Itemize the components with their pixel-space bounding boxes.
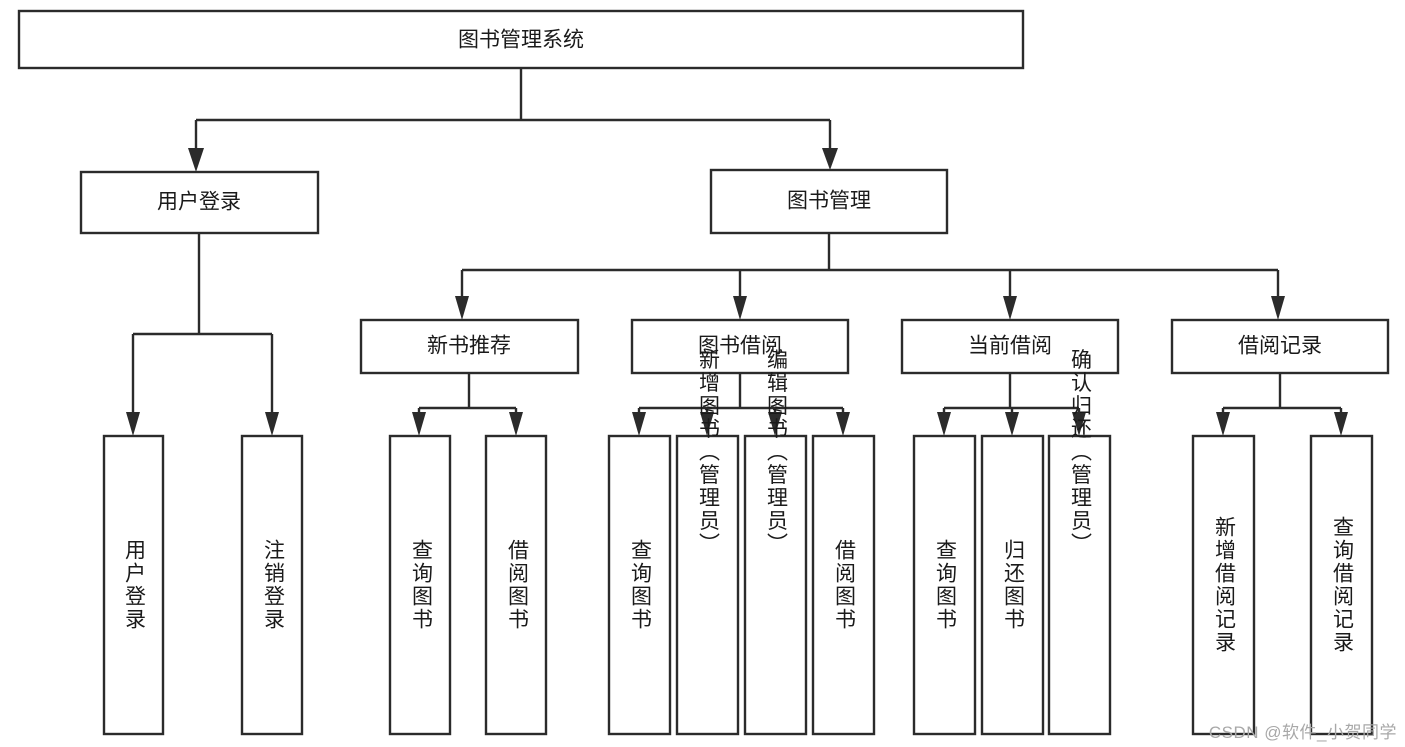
node-book-borrow[interactable]: 图书借阅	[630, 318, 850, 375]
leaf-node-borrow-record-0-box[interactable]	[1191, 434, 1256, 736]
arrow-head-leaf-current-borrow-0	[937, 412, 951, 436]
leaf-node-book-borrow-1-label: 新增图书（管理员）	[696, 349, 720, 556]
arrow-head-leaf-current-borrow-1	[1005, 412, 1019, 436]
leaf-node-current-borrow-0-label: 查询图书	[933, 539, 957, 631]
leaf-node-current-borrow-1-label: 归还图书	[1001, 539, 1025, 631]
connector-group-book-mgmt	[455, 233, 1285, 320]
connector-group-book-borrow	[632, 373, 850, 436]
arrow-head-leaf-borrow-record-1	[1334, 412, 1348, 436]
leaf-node-book-borrow-2-label: 编辑图书（管理员）	[764, 349, 788, 556]
node-root-box[interactable]	[17, 9, 1025, 70]
node-root[interactable]: 图书管理系统	[17, 9, 1025, 70]
arrow-head-leaf-book-borrow-0	[632, 412, 646, 436]
node-current-borrow-box[interactable]	[900, 318, 1120, 375]
leaf-node-current-borrow-2[interactable]: 确认归还（管理员）	[1047, 349, 1112, 736]
leaf-node-book-borrow-1-box[interactable]	[675, 434, 740, 736]
arrow-head-borrow	[733, 296, 747, 320]
leaf-node-book-borrow-0-label: 查询图书	[628, 539, 652, 631]
arrow-head-leaf-new-book-1	[509, 412, 523, 436]
leaf-node-borrow-record-1-box[interactable]	[1309, 434, 1374, 736]
node-borrow-record-label: 借阅记录	[1238, 335, 1322, 358]
node-user-login-label: 用户登录	[157, 191, 241, 214]
leaf-node-user-login-0-box[interactable]	[102, 434, 165, 736]
leaf-node-user-login-1[interactable]: 注销登录	[240, 434, 304, 736]
node-borrow-record[interactable]: 借阅记录	[1170, 318, 1390, 375]
node-user-login-box[interactable]	[79, 170, 320, 235]
leaf-node-current-borrow-0-box[interactable]	[912, 434, 977, 736]
node-book-management-label: 图书管理	[787, 190, 871, 213]
leaf-node-current-borrow-2-label: 确认归还（管理员）	[1068, 349, 1092, 556]
leaf-node-borrow-record-0-label: 新增借阅记录	[1212, 516, 1236, 654]
leaf-node-new-book-0[interactable]: 查询图书	[388, 434, 452, 736]
arrow-head-leaf-borrow-record-0	[1216, 412, 1230, 436]
leaf-node-book-borrow-2[interactable]: 编辑图书（管理员）	[743, 349, 808, 736]
arrow-head-leaf-user-login-1	[265, 412, 279, 436]
node-root-label: 图书管理系统	[458, 29, 584, 52]
leaf-node-current-borrow-1[interactable]: 归还图书	[980, 434, 1045, 736]
leaf-node-user-login-1-label: 注销登录	[261, 539, 285, 631]
node-book-borrow-label: 图书借阅	[698, 335, 782, 358]
leaf-node-new-book-1-box[interactable]	[484, 434, 548, 736]
leaf-node-current-borrow-2-box[interactable]	[1047, 434, 1112, 736]
node-book-management[interactable]: 图书管理	[709, 168, 949, 235]
leaf-node-borrow-record-1-label: 查询借阅记录	[1330, 516, 1354, 654]
leaf-node-borrow-record-0[interactable]: 新增借阅记录	[1191, 434, 1256, 736]
leaf-node-book-borrow-3-box[interactable]	[811, 434, 876, 736]
node-current-borrow-label: 当前借阅	[968, 335, 1052, 358]
connector-group-borrow-record	[1216, 373, 1348, 436]
arrow-head-leaf-new-book-0	[412, 412, 426, 436]
csdn-watermark: CSDN @软件_小贺同学	[1208, 723, 1397, 742]
connector-group-root	[188, 68, 838, 172]
arrow-head-leaf-book-borrow-1	[700, 412, 714, 436]
arrow-head-leaf-user-login-0	[126, 412, 140, 436]
leaf-node-new-book-1[interactable]: 借阅图书	[484, 434, 548, 736]
leaf-node-current-borrow-1-box[interactable]	[980, 434, 1045, 736]
node-new-book-recommend-label: 新书推荐	[427, 335, 511, 358]
node-borrow-record-box[interactable]	[1170, 318, 1390, 375]
leaf-node-user-login-0-label: 用户登录	[122, 539, 146, 631]
arrow-head-leaf-book-borrow-3	[836, 412, 850, 436]
leaf-node-new-book-0-box[interactable]	[388, 434, 452, 736]
arrow-head-user-login	[188, 148, 204, 172]
node-user-login[interactable]: 用户登录	[79, 170, 320, 235]
leaf-node-book-borrow-2-box[interactable]	[743, 434, 808, 736]
connector-group-user-login	[126, 233, 279, 436]
leaf-node-user-login-1-box[interactable]	[240, 434, 304, 736]
arrow-head-current	[1003, 296, 1017, 320]
connector-group-current-borrow	[937, 373, 1086, 436]
node-new-book-recommend-box[interactable]	[359, 318, 580, 375]
node-current-borrow[interactable]: 当前借阅	[900, 318, 1120, 375]
arrow-head-record	[1271, 296, 1285, 320]
arrow-head-book-mgmt	[822, 148, 838, 170]
node-book-borrow-box[interactable]	[630, 318, 850, 375]
node-new-book-recommend[interactable]: 新书推荐	[359, 318, 580, 375]
leaf-node-book-borrow-0[interactable]: 查询图书	[607, 434, 672, 736]
leaf-node-book-borrow-3-label: 借阅图书	[832, 539, 856, 631]
connector-group-new-book	[412, 373, 523, 436]
leaf-node-book-borrow-1[interactable]: 新增图书（管理员）	[675, 349, 740, 736]
leaf-node-current-borrow-0[interactable]: 查询图书	[912, 434, 977, 736]
arrow-head-leaf-book-borrow-2	[768, 412, 782, 436]
leaf-node-user-login-0[interactable]: 用户登录	[102, 434, 165, 736]
arrow-head-new-book	[455, 296, 469, 320]
leaf-node-new-book-1-label: 借阅图书	[505, 539, 529, 631]
node-book-management-box[interactable]	[709, 168, 949, 235]
leaf-node-new-book-0-label: 查询图书	[409, 539, 433, 631]
leaf-node-book-borrow-0-box[interactable]	[607, 434, 672, 736]
leaf-node-book-borrow-3[interactable]: 借阅图书	[811, 434, 876, 736]
leaf-node-borrow-record-1[interactable]: 查询借阅记录	[1309, 434, 1374, 736]
arrow-head-leaf-current-borrow-2	[1072, 412, 1086, 436]
